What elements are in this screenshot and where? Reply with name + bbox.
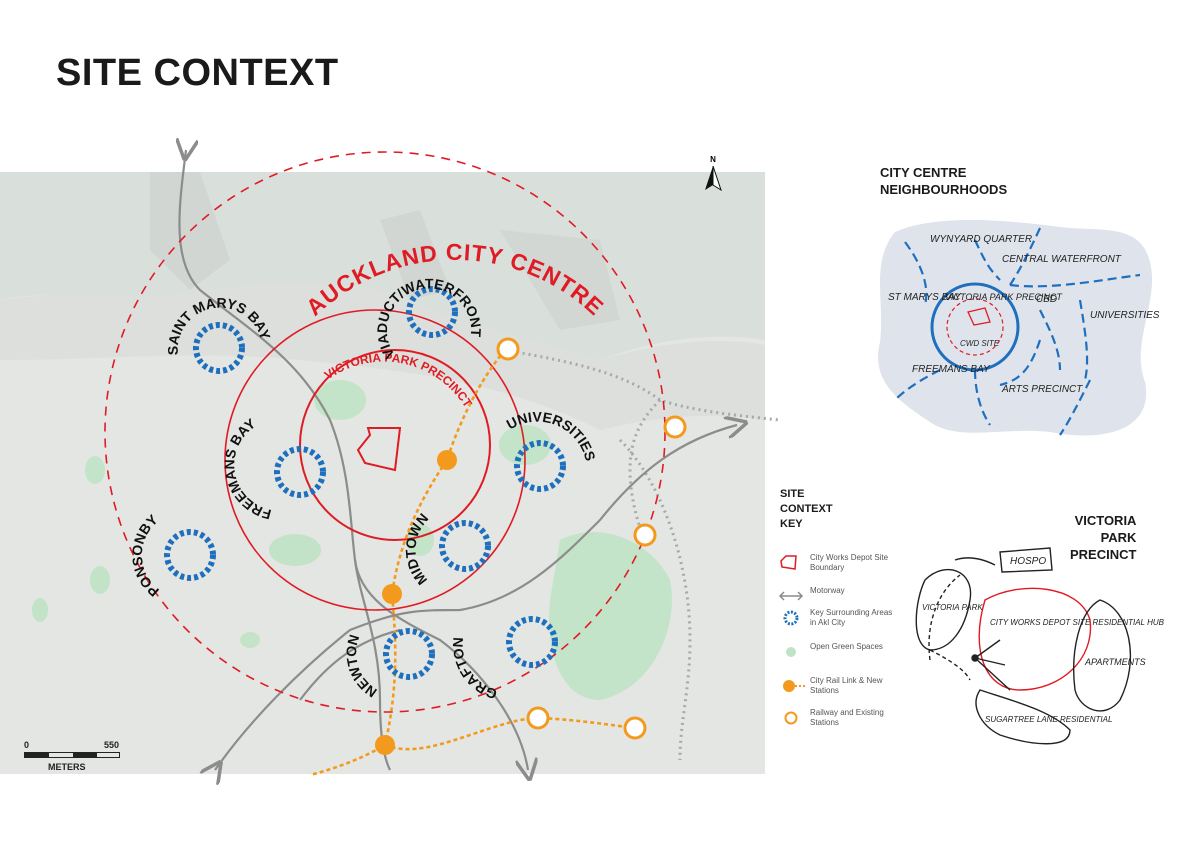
scale-unit: METERS (48, 762, 86, 772)
ps-label-sugartree: SUGARTREE LANE RESIDENTIAL (985, 715, 1112, 724)
site-boundary (356, 427, 402, 472)
page-title: SITE CONTEXT (56, 52, 339, 94)
new-station-icon (783, 680, 806, 692)
key-label: Open Green Spaces (810, 642, 883, 651)
stations[interactable] (375, 337, 687, 755)
area-ring (193, 322, 245, 374)
north-arrow-icon: N (705, 155, 722, 192)
scale-end: 550 (104, 740, 120, 750)
area-ring (383, 628, 435, 680)
nb-label-stmarys: ST MARYS BAY (888, 292, 962, 303)
area-ring (506, 616, 558, 668)
neighbourhoods-sketch: WYNYARD QUARTER CENTRAL WATERFRONT ST MA… (878, 220, 1160, 436)
area-ring (406, 286, 458, 338)
key-item-areas: Key Surrounding Areas in Akl City (776, 608, 900, 628)
key-item-site-boundary: City Works Depot Site Boundary (776, 553, 900, 573)
existing-station[interactable] (663, 415, 687, 439)
scale-bar-graphic (24, 752, 120, 758)
precinct-sketch-title: VICTORIA PARK PRECINCT (1070, 513, 1137, 562)
green-space-icon (786, 647, 796, 657)
nb-label-arts: ARTS PRECINCT (1001, 384, 1083, 395)
site-boundary-icon (780, 555, 797, 570)
nb-label-cbd: CBD (1036, 294, 1057, 305)
key-label: City Rail Link & New Stations (810, 676, 883, 695)
existing-station[interactable] (623, 716, 647, 740)
nb-label-wynyard: WYNYARD QUARTER (930, 234, 1032, 245)
area-rings (164, 286, 566, 680)
key-label: City Works Depot Site Boundary (810, 553, 889, 572)
nb-label-universities: UNIVERSITIES (1090, 310, 1160, 321)
existing-station[interactable] (526, 706, 550, 730)
nb-label-freemans: FREEMANS BAY (912, 364, 991, 375)
key-label: Motorway (810, 586, 845, 595)
ps-label-cwd: CITY WORKS DEPOT SITE RESIDENTIAL HUB (990, 618, 1165, 627)
existing-station-icon (784, 711, 798, 725)
key-item-crl: City Rail Link & New Stations (776, 676, 900, 696)
nb-label-precinct: VICTORIA PARK PRECINCT (945, 292, 1063, 302)
new-station[interactable] (437, 450, 457, 470)
ps-label-victoria-park: VICTORIA PARK (922, 603, 983, 612)
existing-station[interactable] (633, 523, 657, 547)
key-label: Railway and Existing Stations (810, 708, 884, 727)
neighbourhoods-title: CITY CENTRE NEIGHBOURHOODS (880, 165, 1008, 197)
ps-label-apartments: APARTMENTS (1084, 657, 1146, 667)
new-station[interactable] (375, 735, 395, 755)
city-rail-link (309, 349, 636, 777)
svg-text:N: N (710, 155, 716, 164)
dashed-ring-icon (783, 610, 799, 626)
double-arrow-icon (778, 591, 804, 601)
key-item-green: Open Green Spaces (776, 642, 900, 662)
area-ring (439, 520, 491, 572)
area-ring (164, 529, 216, 581)
new-station[interactable] (382, 584, 402, 604)
area-ring (274, 446, 326, 498)
ps-label-hospo: HOSPO (1010, 556, 1046, 567)
key-title: SITE CONTEXT KEY (780, 488, 833, 530)
existing-station[interactable] (496, 337, 520, 361)
key-label: Key Surrounding Areas in Akl City (810, 608, 893, 627)
precinct-sketch: HOSPO VICTORIA PARK CITY WORKS DEPOT SIT… (915, 547, 1165, 745)
key-item-railway: Railway and Existing Stations (776, 708, 900, 728)
scale-start: 0 (24, 740, 30, 750)
area-ring (514, 440, 566, 492)
nb-label-cwd: CWD SITE (960, 339, 1000, 348)
key-item-motorway: Motorway (776, 586, 900, 606)
nb-label-waterfront: CENTRAL WATERFRONT (1002, 254, 1122, 265)
